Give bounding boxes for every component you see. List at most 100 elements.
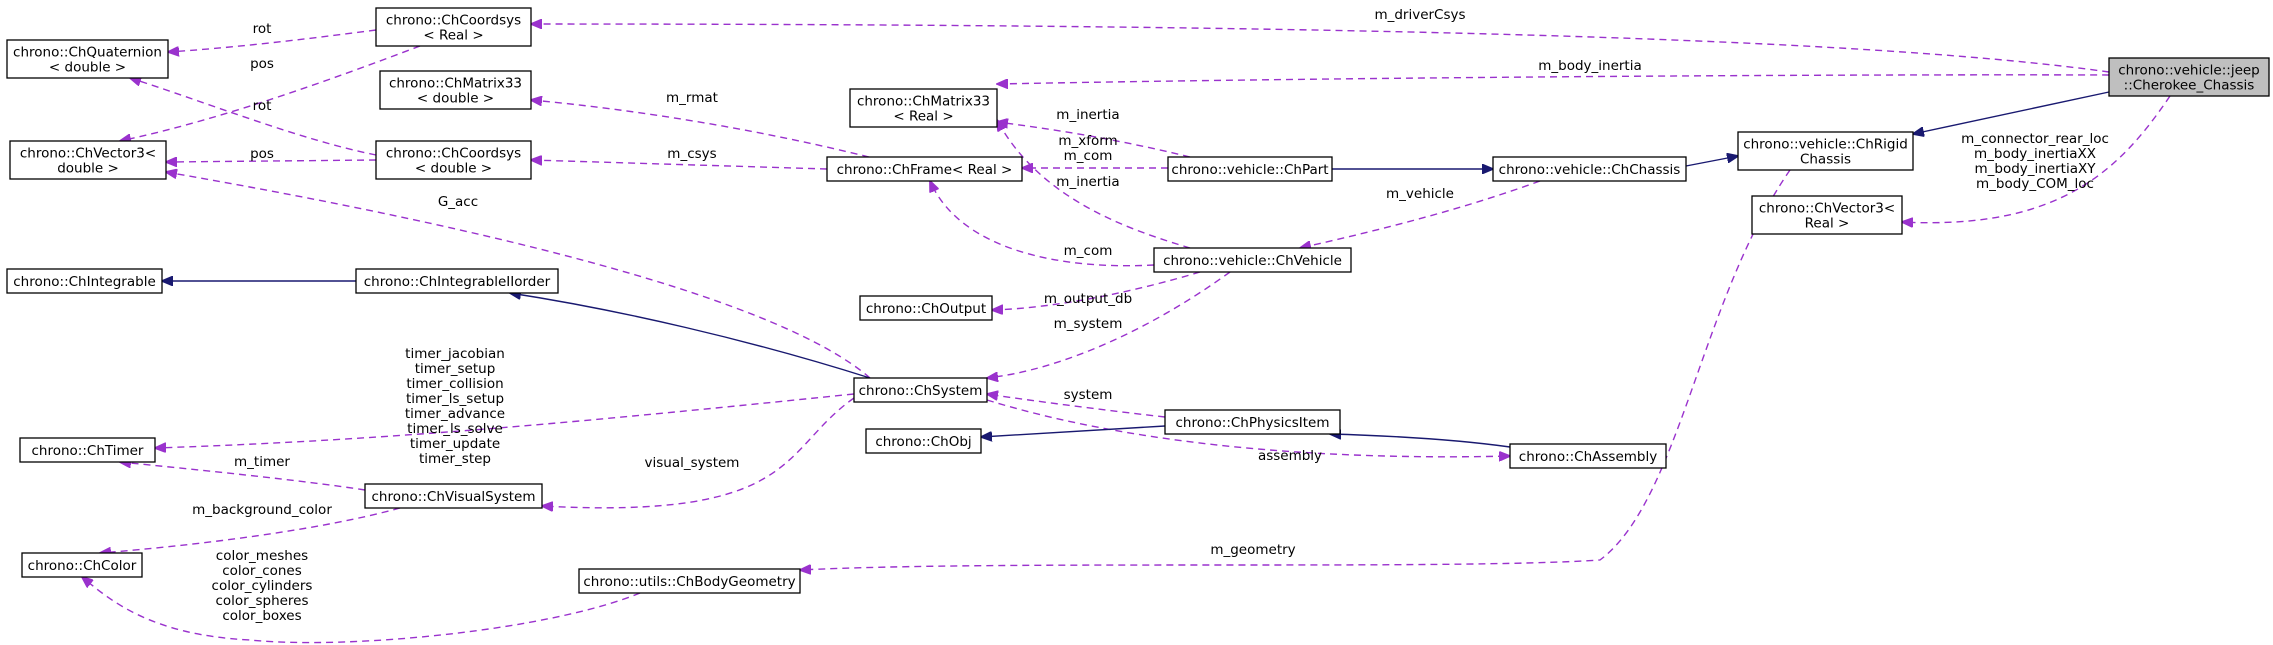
class-node-chobj[interactable]: chrono::ChObj [865,428,982,454]
class-node-label: chrono::ChCoordsys< Real > [386,13,521,44]
edge-label-line: m_csys [667,146,716,162]
usage-edge-2 [120,45,421,141]
edge-label-line: color_spheres [215,593,308,609]
class-node-frame-real[interactable]: chrono::ChFrame< Real > [826,156,1023,182]
class-node-assembly[interactable]: chrono::ChAssembly [1509,443,1667,469]
usage-edge-20 [542,397,855,508]
class-node-matrix33-double[interactable]: chrono::ChMatrix33< double > [379,70,532,110]
class-node-label-line: chrono::vehicle::ChRigid [1743,137,1908,153]
edge-label-line: m_body_inertia [1538,58,1642,74]
class-node-label-line: chrono::ChTimer [32,443,144,459]
class-node-label: chrono::vehicle::jeep::Cherokee_Chassis [2118,63,2260,94]
usage-edge-7 [531,160,828,170]
class-node-label: chrono::ChVector3<Real > [1759,201,1895,232]
class-node-vector3-real[interactable]: chrono::ChVector3<Real > [1751,195,1903,235]
edge-label-m-driverCsys: m_driverCsys [1374,7,1465,23]
edge-label-line: rot [253,98,272,114]
edge-label-line: m_body_inertiaXY [1974,161,2096,177]
edge-label-line: pos [250,56,274,72]
class-node-chtimer[interactable]: chrono::ChTimer [19,437,156,463]
usage-edge-14 [930,181,1155,267]
class-node-label-line: < Real > [423,28,483,44]
class-node-label-line: < double > [49,60,126,76]
edge-label-visual-system: visual_system [645,455,740,471]
usage-edge-19 [986,399,1510,457]
inheritance-edge-31 [1330,434,1511,448]
class-node-choutput[interactable]: chrono::ChOutput [859,295,993,321]
edge-label-line: timer_collision [406,376,503,392]
edge-label-assembly: assembly [1258,448,1322,464]
edge-label-line: m_geometry [1210,542,1295,558]
edge-label-line: m_body_inertiaXX [1974,146,2096,162]
edge-label-line: timer_ls_setup [406,391,504,407]
edge-label-line: visual_system [645,455,740,471]
class-node-label-line: < Real > [893,109,953,125]
edge-label-m-geometry: m_geometry [1210,542,1295,558]
class-node-chcolor[interactable]: chrono::ChColor [21,552,143,578]
class-node-bodygeometry[interactable]: chrono::utils::ChBodyGeometry [578,568,801,594]
class-node-label-line: ::Cherokee_Chassis [2124,78,2255,94]
edge-label-line: timer_ls_solve [407,421,503,437]
class-node-label: chrono::ChAssembly [1519,449,1657,465]
class-node-quaternion[interactable]: chrono::ChQuaternion< double > [6,39,169,79]
class-node-matrix33-real[interactable]: chrono::ChMatrix33< Real > [849,88,998,128]
class-node-label-line: chrono::ChMatrix33 [389,76,522,92]
class-node-label: chrono::vehicle::ChPart [1171,162,1328,178]
class-node-coordsys-top[interactable]: chrono::ChCoordsys< Real > [375,7,532,47]
class-node-label-line: chrono::ChQuaternion [13,45,162,61]
edge-label-line: m_body_COM_loc [1976,176,2094,192]
class-node-label-line: chrono::ChIntegrable [13,274,156,290]
class-node-chvehicle[interactable]: chrono::vehicle::ChVehicle [1153,247,1352,273]
class-node-label-line: chrono::ChVector3< [1759,201,1895,217]
class-node-label-line: < double > [417,91,494,107]
class-node-label-line: chrono::vehicle::ChVehicle [1163,253,1342,269]
class-node-label-line: Chassis [1800,152,1851,168]
edge-label-m-background-color: m_background_color [192,502,332,518]
class-node-label: chrono::vehicle::ChVehicle [1163,253,1342,269]
class-node-label: chrono::ChIntegrable [13,274,156,290]
class-node-label: chrono::ChMatrix33< double > [389,76,522,107]
class-node-label: chrono::ChColor [28,558,137,574]
edge-label-line: timer_setup [415,361,496,377]
class-node-label: chrono::ChObj [875,434,971,450]
usage-edge-17 [155,393,855,448]
class-node-physicsitem[interactable]: chrono::ChPhysicsItem [1164,409,1341,435]
class-node-chchassis[interactable]: chrono::vehicle::ChChassis [1492,156,1687,182]
class-node-label-line: chrono::ChPhysicsItem [1175,415,1329,431]
edge-label-pos-mid: pos [250,146,274,162]
edge-label-line: timer_step [419,451,491,467]
edge-label-line: m_background_color [192,502,332,518]
class-node-label: chrono::ChIntegrableIIorder [364,274,551,290]
usage-edge-23 [800,169,1791,570]
class-node-label: chrono::ChCoordsys< double > [386,146,521,177]
class-node-coordsys-double[interactable]: chrono::ChCoordsys< double > [375,140,532,180]
class-node-integrable[interactable]: chrono::ChIntegrable [6,268,163,294]
edge-label-m-com: m_com [1064,243,1113,259]
usage-edge-10 [997,120,1191,249]
class-node-label: chrono::vehicle::ChChassis [1499,162,1681,178]
edge-label-m-inertia-part: m_inertia [1056,107,1119,123]
edge-label-m-vehicle: m_vehicle [1386,186,1454,202]
class-node-visualsystem[interactable]: chrono::ChVisualSystem [364,483,543,509]
edge-label-line: m_com [1064,148,1113,164]
usage-edge-0 [531,24,2110,73]
edge-label-line: color_meshes [216,548,308,564]
edge-label-pos-top: pos [250,56,274,72]
edge-label-line: m_output_db [1044,291,1132,307]
edge-label-line: assembly [1258,448,1322,464]
class-node-chpart[interactable]: chrono::vehicle::ChPart [1167,156,1333,182]
class-node-chsystem[interactable]: chrono::ChSystem [853,377,988,403]
inheritance-edge-30 [981,425,1166,437]
class-node-label-line: chrono::vehicle::ChPart [1171,162,1328,178]
edge-label-line: m_timer [234,454,290,470]
class-node-vector3-double[interactable]: chrono::ChVector3<double > [9,140,167,180]
edge-label-m-body-inertia: m_body_inertia [1538,58,1642,74]
class-node-label-line: chrono::ChMatrix33 [857,94,990,110]
edge-label-line: color_boxes [222,608,301,624]
class-node-label-line: chrono::ChSystem [859,383,983,399]
class-node-integrable1[interactable]: chrono::ChIntegrableIIorder [355,268,559,294]
